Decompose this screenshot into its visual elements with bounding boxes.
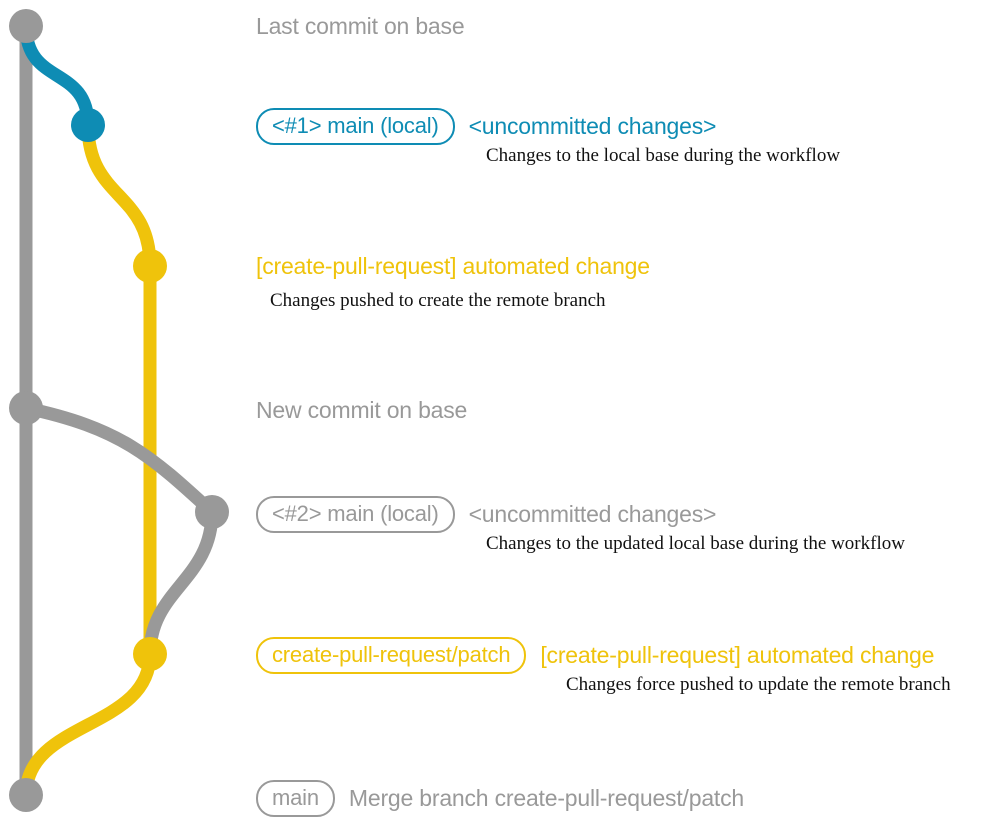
- commit-subject-last-commit-on-base: Last commit on base: [256, 13, 465, 39]
- commit-subject-automated-change-2: [create-pull-request] automated change: [540, 642, 935, 669]
- commit-row-local-change-2: <#2> main (local) <uncommitted changes>: [256, 496, 717, 534]
- ref-badge-create-pull-request-patch[interactable]: create-pull-request/patch: [256, 637, 527, 675]
- commit-note-local-change-1: Changes to the local base during the wor…: [486, 145, 841, 166]
- commit-note-automated-change-1: Changes pushed to create the remote bran…: [270, 290, 606, 311]
- commit-node-local-1[interactable]: [71, 108, 105, 142]
- commit-subject-new-commit-on-base: New commit on base: [256, 397, 468, 423]
- local2-to-patch2-edge: [143, 505, 219, 661]
- commit-node-base-new[interactable]: [9, 391, 43, 425]
- commit-node-base-merge[interactable]: [9, 778, 43, 812]
- commit-node-base-last[interactable]: [9, 9, 43, 43]
- ref-badge-local-1[interactable]: <#1> main (local): [256, 108, 455, 146]
- commit-subject-automated-change-1: [create-pull-request] automated change: [256, 253, 650, 279]
- commit-node-patch-1[interactable]: [133, 249, 167, 283]
- commit-note-local-change-2: Changes to the updated local base during…: [486, 533, 905, 554]
- commit-row-automated-change-2: create-pull-request/patch [create-pull-r…: [256, 637, 935, 675]
- local1-to-patch1-edge: [81, 118, 157, 273]
- commit-subject-local-change-1: <uncommitted changes>: [468, 113, 717, 140]
- commit-node-patch-2[interactable]: [133, 637, 167, 671]
- patch2-to-merge-edge: [19, 647, 157, 802]
- commit-graph: [9, 9, 229, 812]
- commit-row-merge-commit: main Merge branch create-pull-request/pa…: [256, 780, 745, 818]
- commit-note-automated-change-2: Changes force pushed to update the remot…: [566, 674, 951, 695]
- ref-badge-main[interactable]: main: [256, 780, 335, 818]
- commit-node-local-2[interactable]: [195, 495, 229, 529]
- commit-row-local-change-1: <#1> main (local) <uncommitted changes>: [256, 108, 717, 146]
- base-to-local2-edge: [19, 401, 219, 519]
- commit-subject-merge-commit: Merge branch create-pull-request/patch: [348, 785, 745, 812]
- ref-badge-local-2[interactable]: <#2> main (local): [256, 496, 455, 534]
- commit-subject-local-change-2: <uncommitted changes>: [468, 501, 717, 528]
- base-to-local1-edge: [19, 19, 95, 132]
